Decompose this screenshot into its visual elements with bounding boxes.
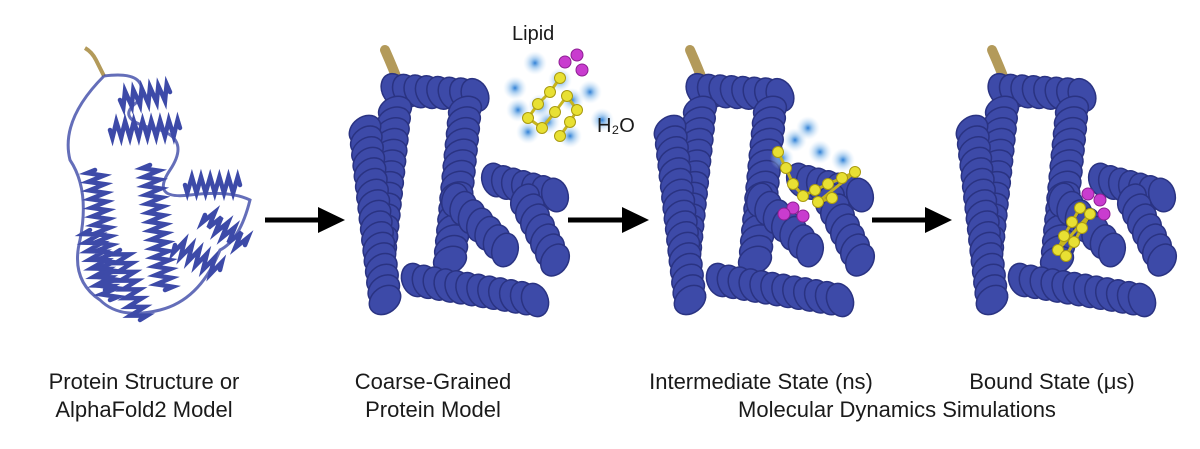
lipid-tail-bead: [561, 90, 573, 102]
lipid-head-bead: [575, 63, 589, 77]
lipid-tail-bead: [772, 146, 784, 158]
lipid-tail-bead: [809, 184, 821, 196]
lipid-tail-bead: [554, 72, 566, 84]
cg-bead: [844, 243, 876, 277]
cg-bead: [673, 284, 707, 316]
caption-panel-1-line-2: AlphaFold2 Model: [55, 397, 233, 422]
lipid-tail-bead: [532, 98, 544, 110]
lipid-tail-bead: [1058, 230, 1070, 242]
alpha-helix: [182, 168, 243, 202]
lipid-tail-bead: [522, 112, 534, 124]
alpha-helix: [104, 247, 156, 323]
caption-panel-4: Bound State (μs): [952, 368, 1152, 396]
alpha-helix: [107, 111, 183, 147]
cg-bead: [368, 284, 402, 316]
lipid-tail-bead: [571, 104, 583, 116]
lipid-tail-bead: [812, 196, 824, 208]
caption-panel-1-line-1: Protein Structure or: [48, 369, 240, 394]
lipid-head-bead: [796, 209, 810, 223]
intermediate-lipid: [772, 146, 861, 223]
lipid-tail-bead: [549, 106, 561, 118]
cg-bead: [1127, 282, 1157, 318]
alpha-helix: [134, 162, 181, 293]
cg-bead: [1097, 232, 1127, 268]
caption-panel-2-line-1: Coarse-Grained: [354, 369, 512, 394]
alpha-helix: [117, 75, 173, 117]
water-bead: [590, 108, 614, 132]
caption-panel-2: Coarse-Grained Protein Model: [338, 368, 528, 424]
lipid-tail-bead: [1074, 202, 1086, 214]
arrow-1: [265, 207, 345, 233]
lipid-tail-bead: [822, 178, 834, 190]
lipid-tail-bead: [836, 172, 848, 184]
alpha-helix: [168, 233, 227, 282]
cg-bead: [795, 232, 825, 268]
bound-state-protein: [955, 45, 1178, 318]
lipid-tail-bead: [780, 162, 792, 174]
cg-bead: [975, 284, 1009, 316]
bound-lipid: [1052, 187, 1111, 262]
lipid-tail-bead: [1060, 250, 1072, 262]
lipid-tail-bead: [826, 192, 838, 204]
lipid-tail-bead: [564, 116, 576, 128]
arrow-2: [568, 207, 649, 233]
lipid-tail-bead: [1068, 236, 1080, 248]
lipid-bond: [817, 170, 856, 204]
caption-panel-3: Intermediate State (ns): [630, 368, 892, 396]
lipid-tail-bead: [1084, 208, 1096, 220]
lipid-tail-bead: [1052, 244, 1064, 256]
lipid-tail-bead: [797, 190, 809, 202]
lipid-head-bead: [1093, 193, 1107, 207]
lipid-tail-bead: [787, 178, 799, 190]
lipid-tail-bead: [536, 122, 548, 134]
lipid-label: Lipid: [512, 23, 555, 45]
lipid-tail-bead: [554, 130, 566, 142]
lipid-head-bead: [777, 207, 791, 221]
cg-bead: [520, 282, 550, 318]
caption-panel-4-line-1: Bound State (μs): [969, 369, 1135, 394]
lipid-head-bead: [558, 55, 572, 69]
cg-bead: [490, 232, 520, 268]
coarse-grained-protein: [348, 45, 571, 318]
cg-bead: [539, 243, 571, 277]
lipid-bond: [1056, 213, 1092, 251]
protein-ribbon-structure: [66, 46, 254, 323]
water-bead: [578, 80, 602, 104]
lipid-tail-bead: [544, 86, 556, 98]
lipid-tail-bead: [849, 166, 861, 178]
caption-panel-2-line-2: Protein Model: [365, 397, 501, 422]
cg-bead: [825, 282, 855, 318]
arrow-3: [872, 207, 952, 233]
lipid-tail-bead: [1076, 222, 1088, 234]
caption-panel-1: Protein Structure or AlphaFold2 Model: [28, 368, 260, 424]
cg-bead: [1146, 243, 1178, 277]
water-bead: [516, 120, 540, 144]
md-simulations-caption: Molecular Dynamics Simulations: [738, 397, 1056, 422]
lipid-head-bead: [1097, 207, 1111, 221]
lipid-tail-bead: [1066, 216, 1078, 228]
water-bead: [831, 148, 855, 172]
water-bead: [796, 116, 820, 140]
water-bead: [808, 140, 832, 164]
lipid-head-bead: [1081, 187, 1095, 201]
water-bead: [503, 76, 527, 100]
alpha-helix: [196, 205, 254, 255]
caption-panel-3-line-1: Intermediate State (ns): [649, 369, 873, 394]
water-bead: [523, 51, 547, 75]
intermediate-state-protein: [653, 45, 876, 318]
lipid-head-bead: [570, 48, 584, 62]
water-label: H₂O: [597, 115, 635, 137]
lipid-molecule: [522, 48, 589, 142]
alpha-helix: [74, 227, 121, 293]
lipid-head-bead: [786, 201, 800, 215]
